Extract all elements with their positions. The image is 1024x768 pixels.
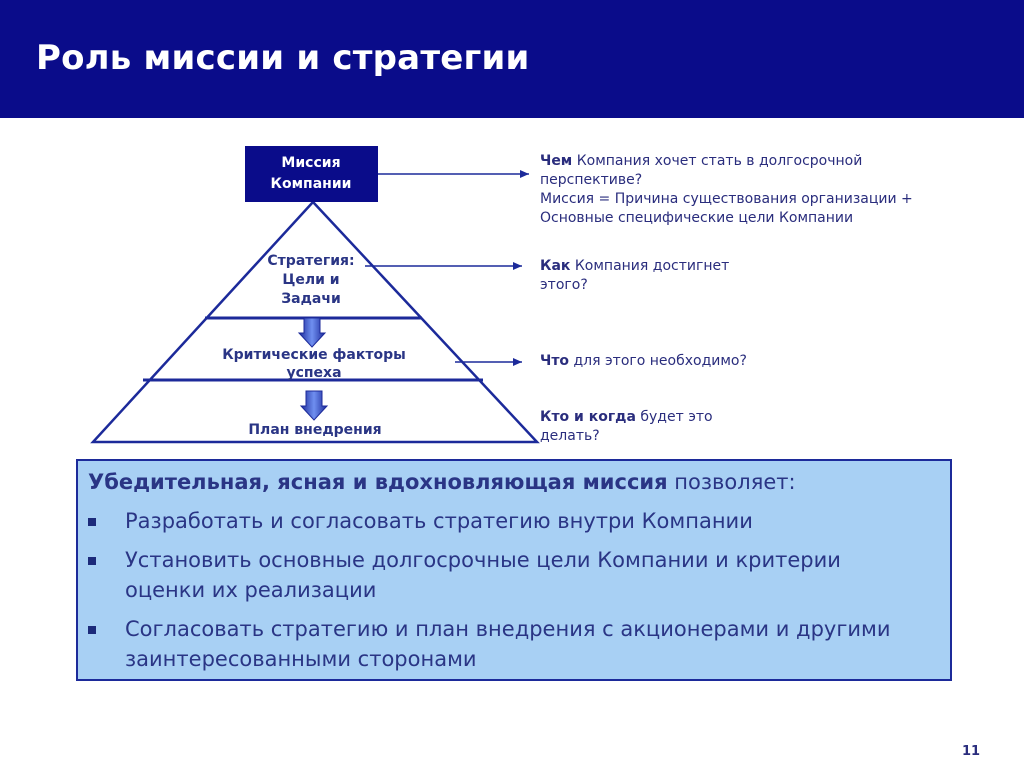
mission-box [245,146,378,202]
page-number: 11 [962,744,981,759]
bullet-icon [88,626,96,634]
bullet-icon [88,557,96,565]
summary-intro: Убедительная, ясная и вдохновляющая мисс… [88,470,796,494]
summary-box: Убедительная, ясная и вдохновляющая мисс… [76,459,952,681]
question-needed: Что для этого необходимо? [540,353,747,369]
strategy-line3: Задачи [281,291,341,307]
mission-box-line2: Компании [271,176,352,192]
implementation-plan: План внедрения [248,422,381,438]
slide-title: Роль миссии и стратегии [36,38,530,78]
question-who-when: Кто и когда будет это делать? [540,409,713,444]
question-what: Чем Компания хочет стать в долгосрочной … [540,153,913,226]
critical-factors-line2: успеха [286,365,341,381]
down-arrow-icon [299,390,329,421]
mission-box-line1: Миссия [281,155,340,171]
down-arrow-icon [297,317,327,348]
bullet-icon [88,518,96,526]
strategy-line2: Цели и [282,272,339,288]
question-how: Как Компания достигнет этого? [540,258,730,293]
title-bar: Роль миссии и стратегии [0,0,1024,118]
strategy-line1: Стратегия: [267,253,354,269]
critical-factors-line1: Критические факторы [222,347,406,363]
